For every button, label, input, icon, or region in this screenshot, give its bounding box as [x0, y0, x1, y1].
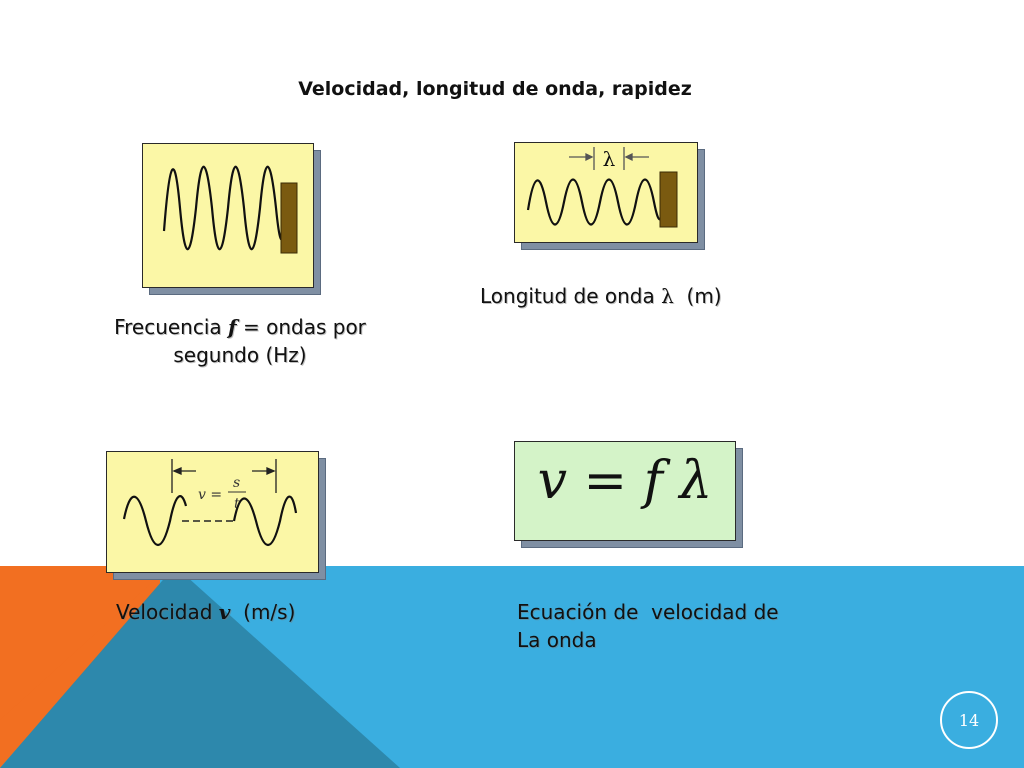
wave — [526, 178, 662, 226]
velocity-panel: v = s t — [106, 451, 326, 580]
reflector-wall — [659, 171, 678, 228]
frequency-wave-illustration — [162, 165, 298, 254]
wavelength-caption-suffix: (m) — [673, 284, 722, 308]
velocity-formula-lhs: v = — [198, 487, 222, 503]
wavelength-caption-symbol: λ — [661, 284, 674, 308]
wavelength-marker — [569, 147, 649, 170]
frequency-symbol: f — [228, 315, 237, 339]
wavelength-caption: Longitud de onda λ (m) — [480, 282, 800, 310]
distance-marker — [171, 459, 277, 493]
velocity-caption-prefix: Velocidad — [116, 600, 219, 624]
panel-face — [514, 441, 736, 541]
equation-caption-line2: La onda — [517, 628, 597, 652]
page-number: 14 — [958, 710, 980, 730]
wavelength-panel: λ — [514, 142, 705, 250]
reflector-wall — [280, 182, 298, 254]
slide-title: Velocidad, longitud de onda, rapidez — [298, 78, 692, 100]
equation-caption: Ecuación de velocidad de La onda — [517, 598, 857, 654]
frequency-caption-line2: segundo (Hz) — [173, 343, 307, 367]
frequency-caption-prefix: Frecuencia — [114, 315, 229, 339]
dense-wave — [162, 165, 285, 251]
frequency-caption-suffix: = ondas por — [236, 315, 366, 339]
velocity-formula-numerator: s — [233, 475, 240, 491]
frequency-caption: Frecuencia f = ondas por segundo (Hz) — [80, 313, 400, 369]
velocity-caption-suffix: (m/s) — [230, 600, 296, 624]
velocity-wave-illustration: v = s t — [122, 459, 298, 546]
wavelength-caption-prefix: Longitud de onda — [480, 284, 662, 308]
dark-blue-triangle — [0, 566, 400, 768]
wavelength-wave-illustration: λ — [526, 147, 678, 228]
panel-face — [106, 451, 319, 573]
velocity-symbol: v — [218, 600, 231, 624]
velocity-formula-denominator: t — [234, 496, 240, 512]
page-number-badge: 14 — [940, 691, 998, 749]
orange-side-shape — [0, 566, 170, 720]
lambda-label: λ — [603, 147, 616, 171]
wave — [122, 495, 298, 546]
wave-velocity-equation: v = f λ — [537, 451, 713, 511]
equation-caption-line1: Ecuación de velocidad de — [517, 600, 779, 624]
equation-panel: v = f λ — [514, 441, 743, 548]
frequency-panel — [142, 143, 321, 295]
velocity-caption: Velocidad v (m/s) — [116, 598, 416, 626]
